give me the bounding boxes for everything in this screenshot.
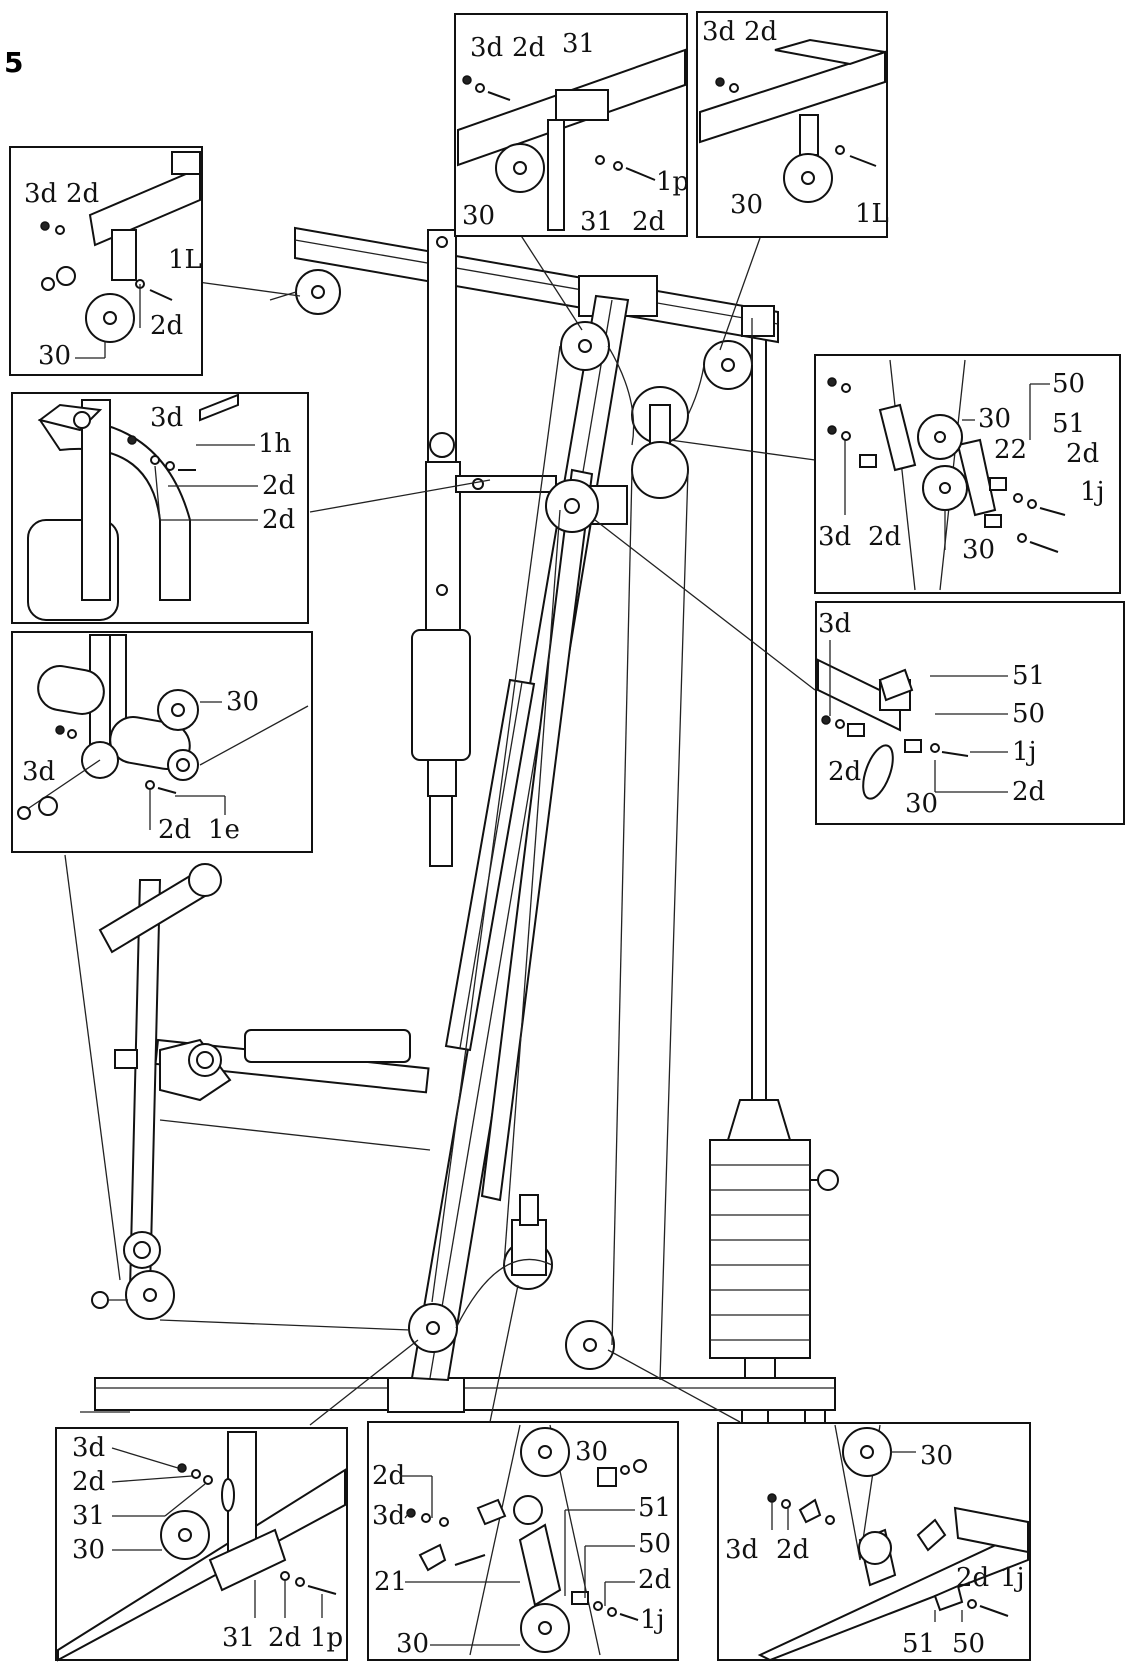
label-3d: 3d — [22, 757, 55, 787]
seat-pad — [244, 1029, 411, 1063]
adjust-knob — [114, 1049, 138, 1069]
label-2d: 2d — [1066, 439, 1099, 469]
label-30: 30 — [72, 1535, 105, 1565]
label-2d: 2d — [638, 1565, 671, 1595]
label-21: 21 — [374, 1567, 407, 1597]
label-2d: 2d — [828, 757, 861, 787]
detail-top-left: 3d 2d 1L 2d 30 — [9, 146, 203, 376]
detail-top-mid: 3d 2d 31 1p 30 31 2d — [454, 13, 689, 237]
label-3d: 3d — [725, 1535, 758, 1565]
label-30: 30 — [38, 341, 71, 371]
label-2d: 2d — [632, 207, 665, 237]
label-31: 31 — [580, 207, 613, 237]
label-2d: 2d — [150, 311, 183, 341]
label-1L: 1L — [168, 245, 202, 275]
label-50: 50 — [1052, 369, 1085, 399]
label-3d: 3d — [470, 33, 503, 63]
label-51: 51 — [638, 1493, 671, 1523]
label-3d: 3d — [818, 609, 851, 639]
label-1p: 1p — [310, 1623, 343, 1653]
label-51: 51 — [1052, 409, 1085, 439]
label-1L: 1L — [855, 199, 889, 229]
label-30: 30 — [920, 1441, 953, 1471]
label-30: 30 — [226, 687, 259, 717]
label-31: 31 — [562, 29, 595, 59]
seat-post — [128, 879, 162, 1291]
top-beam-end — [741, 305, 775, 337]
label-51: 51 — [902, 1629, 935, 1659]
detail-right-mid: 3d 51 50 1j 2d 2d 30 — [815, 601, 1125, 825]
label-1j: 1j — [640, 1605, 665, 1635]
base-bracket — [387, 1377, 465, 1413]
label-2d: 2d — [744, 17, 777, 47]
leader-lines — [64, 233, 816, 1426]
label-30: 30 — [978, 404, 1011, 434]
label-1j: 1j — [1012, 737, 1037, 767]
detail-top-right: 3d 2d 30 1L — [696, 11, 889, 238]
detail-right-upper: 50 30 51 22 2d 1j 3d 2d 30 — [814, 354, 1121, 594]
press-arm — [427, 229, 457, 471]
label-3d: 3d — [818, 522, 851, 552]
label-2d: 2d — [372, 1461, 405, 1491]
label-2d: 2d — [512, 33, 545, 63]
label-1h: 1h — [258, 429, 292, 459]
label-2d: 2d — [262, 505, 295, 535]
detail-seat-arm: 3d 1h 2d 2d — [11, 392, 309, 624]
label-3d: 3d — [372, 1501, 405, 1531]
label-50: 50 — [1012, 699, 1045, 729]
weight-top-plate — [726, 1099, 792, 1141]
label-50: 50 — [952, 1629, 985, 1659]
label-1e: 1e — [208, 815, 240, 845]
main-gym-machine — [80, 226, 839, 1425]
label-30: 30 — [962, 535, 995, 565]
weight-pin — [817, 1169, 839, 1191]
label-2d: 2d — [158, 815, 191, 845]
label-2d: 2d — [262, 471, 295, 501]
label-2d: 2d — [268, 1623, 301, 1653]
label-22: 22 — [994, 435, 1027, 465]
base-foot — [804, 1409, 826, 1425]
label-30: 30 — [462, 201, 495, 231]
label-2d: 2d — [72, 1467, 105, 1497]
label-2d: 2d — [776, 1535, 809, 1565]
label-3d: 3d — [702, 17, 735, 47]
top-beam — [294, 226, 779, 344]
detail-leg-roller: 30 3d 2d 1e — [11, 631, 313, 853]
weight-stack — [709, 1139, 811, 1359]
label-2d: 2d — [868, 522, 901, 552]
label-51: 51 — [1012, 661, 1045, 691]
step-number: 5 — [4, 46, 23, 79]
label-31: 31 — [72, 1501, 105, 1531]
label-3d: 3d — [24, 179, 57, 209]
detail-bottom-mid: 2d 30 3d 51 50 21 2d 1j 30 — [367, 1421, 679, 1661]
label-30: 30 — [575, 1437, 608, 1467]
label-30: 30 — [905, 789, 938, 819]
label-1j: 1j — [1080, 477, 1105, 507]
press-handle-end — [429, 795, 453, 867]
label-3d: 3d — [150, 403, 183, 433]
press-handle-pad — [411, 629, 471, 761]
detail-bottom-left: 3d 2d 31 30 31 2d 1p — [55, 1427, 348, 1662]
label-2d: 2d — [1012, 777, 1045, 807]
label-31: 31 — [222, 1623, 255, 1653]
label-1p: 1p — [656, 167, 689, 197]
label-1j: 1j — [1000, 1563, 1025, 1593]
label-50: 50 — [638, 1529, 671, 1559]
base-foot — [741, 1409, 769, 1425]
label-2d: 2d — [66, 179, 99, 209]
detail-bottom-right: 30 3d 2d 2d 1j 51 50 — [717, 1422, 1031, 1662]
label-3d: 3d — [72, 1433, 105, 1463]
label-2d: 2d — [956, 1563, 989, 1593]
label-30: 30 — [396, 1629, 429, 1659]
pulley — [631, 441, 689, 499]
label-30: 30 — [730, 190, 763, 220]
